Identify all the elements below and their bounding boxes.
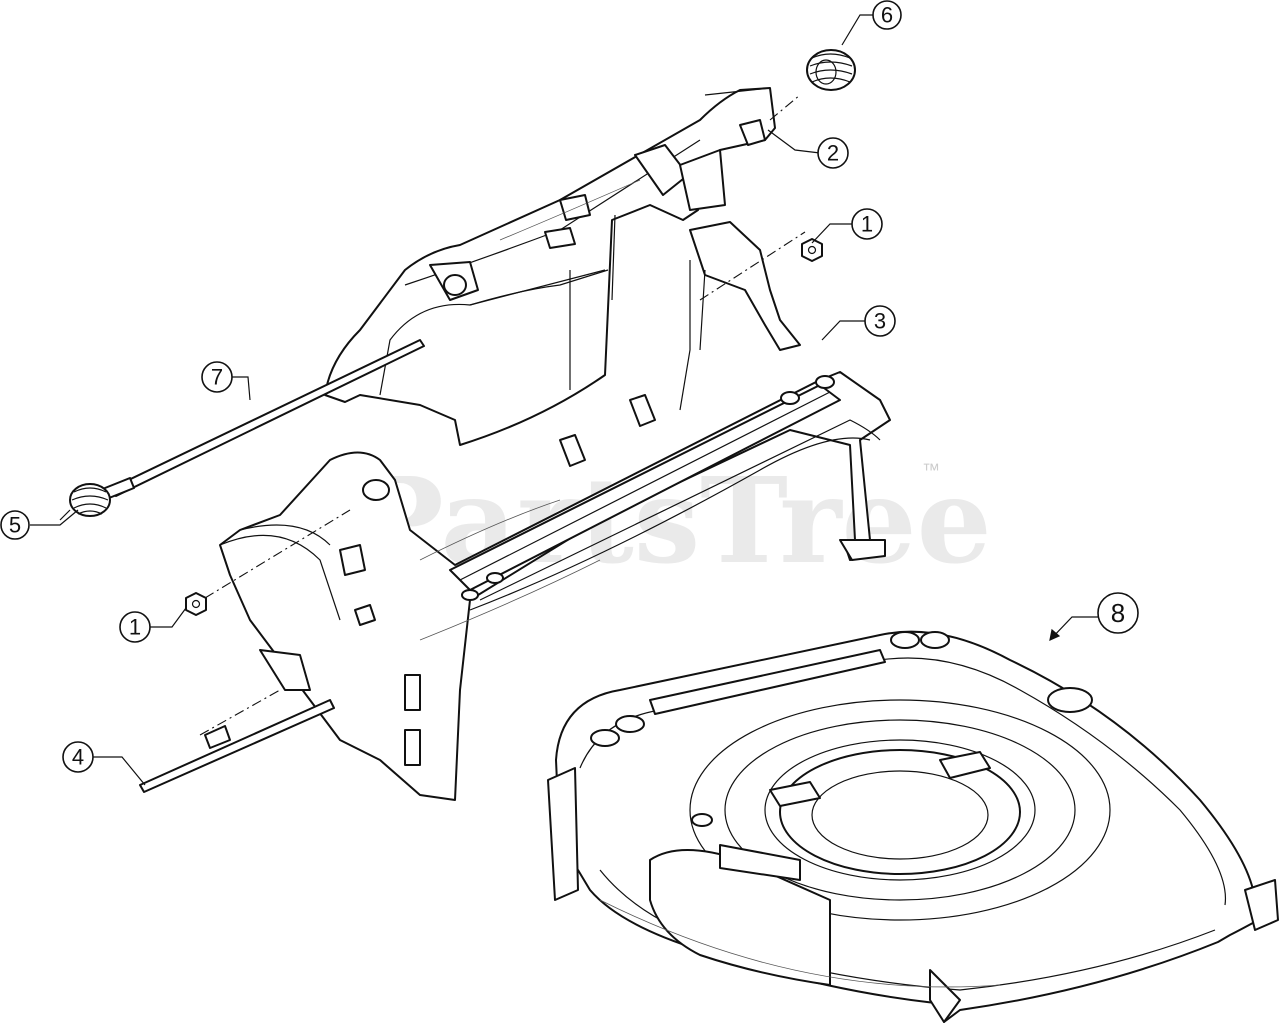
callout-3[interactable]: 3 (864, 305, 896, 337)
callout-2-label: 2 (827, 141, 839, 166)
callout-8-label: 8 (1111, 598, 1125, 628)
pin-part (139, 699, 335, 793)
callout-7[interactable]: 7 (201, 361, 233, 393)
nut-parts (185, 238, 823, 616)
deck-part (547, 630, 1279, 1023)
callout-7-label: 7 (211, 365, 223, 390)
callout-4[interactable]: 4 (62, 741, 94, 773)
callout-5-label: 5 (9, 513, 21, 538)
callout-8[interactable]: 8 (1097, 592, 1139, 634)
callout-3-label: 3 (874, 309, 886, 334)
callouts: 1 1 2 3 4 5 6 7 (0, 0, 1139, 773)
callout-1-left[interactable]: 1 (119, 611, 151, 643)
spring-left-part (59, 483, 111, 521)
callout-4-label: 4 (72, 745, 84, 770)
callout-1-left-label: 1 (129, 615, 141, 640)
callout-1-right-label: 1 (861, 212, 873, 237)
callout-6-label: 6 (881, 3, 893, 28)
spring-top-part (806, 49, 856, 91)
callout-1-right[interactable]: 1 (851, 208, 883, 240)
callout-2[interactable]: 2 (817, 137, 849, 169)
alignment-lines (199, 94, 806, 736)
callout-5[interactable]: 5 (0, 510, 30, 540)
watermark-trademark: ™ (922, 460, 940, 480)
callout-6[interactable]: 6 (872, 0, 902, 30)
frame-part (219, 221, 891, 801)
